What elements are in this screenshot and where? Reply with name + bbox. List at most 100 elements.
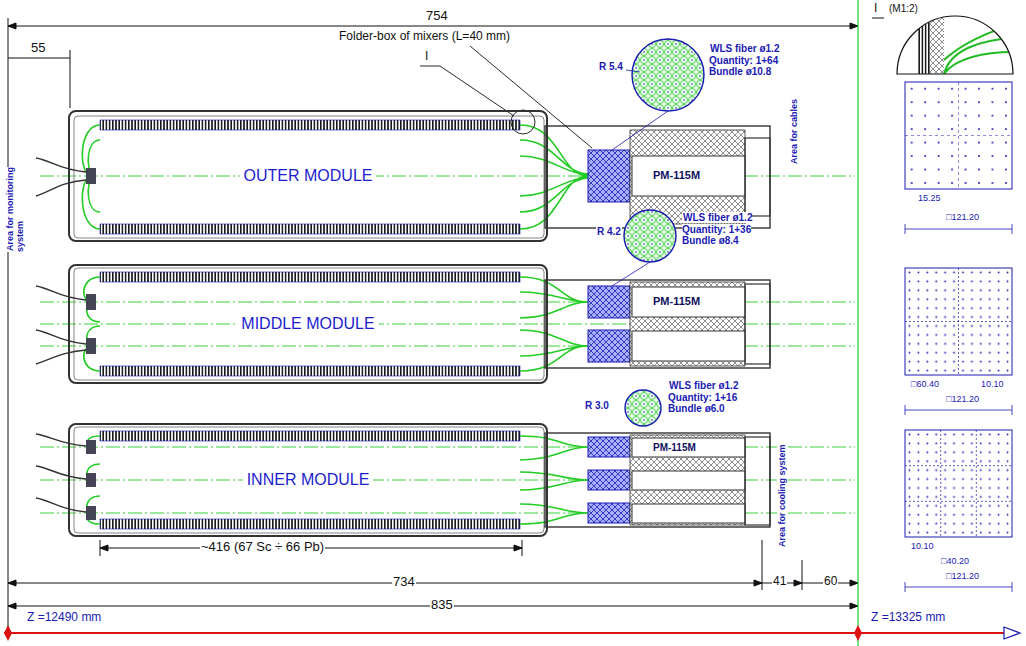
axis-arrow bbox=[1004, 627, 1020, 639]
photomultiplier bbox=[632, 471, 745, 490]
monitor-cable bbox=[36, 434, 86, 512]
module-name: MIDDLE MODULE bbox=[237, 315, 378, 333]
label-text: Z =12490 mm bbox=[26, 610, 102, 624]
drawing-label: □121.20 bbox=[945, 212, 980, 222]
drawing-label: 10.10 bbox=[910, 541, 935, 551]
label-text: WLS fiber ø1.2 Quantity: 1+36 Bundle ø8.… bbox=[682, 212, 752, 246]
dimension-line bbox=[8, 58, 70, 59]
shell-hatch bbox=[930, 18, 944, 76]
end-cap bbox=[745, 138, 770, 216]
mixer bbox=[588, 437, 630, 457]
label-text: 754 bbox=[425, 8, 449, 23]
drawing-label: PM-115M bbox=[652, 442, 697, 454]
drawing-label: □60.40 bbox=[910, 379, 940, 389]
extension-line bbox=[70, 50, 71, 108]
tile-axis bbox=[905, 82, 1012, 189]
photomultiplier bbox=[632, 331, 745, 361]
axis-marker bbox=[4, 625, 862, 641]
label-text: □121.20 bbox=[945, 212, 980, 222]
mixer bbox=[588, 330, 630, 362]
module-name: OUTER MODULE bbox=[240, 167, 377, 185]
sampling-band bbox=[100, 272, 520, 282]
wls-fibers bbox=[82, 125, 588, 229]
leader-line bbox=[612, 262, 650, 286]
area-note: Area for monitoring system bbox=[5, 156, 26, 252]
photomultiplier bbox=[632, 156, 745, 196]
fiber-bundle bbox=[520, 277, 588, 371]
photomultiplier bbox=[632, 438, 745, 457]
drawing-label: □121.20 bbox=[945, 571, 980, 581]
wls-fibers bbox=[87, 436, 588, 524]
fiber-loop bbox=[84, 277, 100, 371]
drawing-label: Z =13325 mm bbox=[870, 611, 946, 625]
label-text: Area for cables bbox=[789, 98, 799, 165]
cell-divider bbox=[905, 268, 1012, 375]
drawing-label: WLS fiber ø1.2 Quantity: 1+16 Bundle ø6.… bbox=[668, 380, 752, 415]
mixer bbox=[588, 150, 630, 202]
label-text: □40.20 bbox=[940, 556, 970, 566]
drawing-label: □40.20 bbox=[940, 556, 970, 566]
drawing-label: 15.25 bbox=[917, 193, 942, 203]
drawing-label: (M1:2) bbox=[888, 3, 919, 15]
extension-line bbox=[802, 560, 803, 590]
fiber-bundle bbox=[520, 436, 588, 524]
fiber-loop bbox=[82, 125, 100, 229]
drawing-label: 10.10 bbox=[980, 379, 1005, 389]
tile-square bbox=[905, 82, 1012, 189]
dimension-line bbox=[8, 583, 858, 584]
drawing-label: Folder-box of mixers (L=40 mm) bbox=[338, 30, 511, 44]
label-text: □60.40 bbox=[910, 379, 940, 389]
fiber-curve bbox=[944, 26, 1013, 74]
bundle-section bbox=[624, 210, 676, 262]
monitor-cable bbox=[36, 158, 86, 196]
module-body: MIDDLE MODULE bbox=[68, 264, 548, 384]
label-text: R 5.4 bbox=[598, 61, 624, 72]
label-text: Folder-box of mixers (L=40 mm) bbox=[338, 29, 511, 43]
module-body: INNER MODULE bbox=[68, 423, 548, 537]
label-text: R 3.0 bbox=[584, 400, 610, 411]
label-text: 10.10 bbox=[980, 379, 1005, 389]
sampling-band bbox=[918, 18, 930, 76]
inner-module-drawing bbox=[36, 390, 770, 533]
photomultiplier bbox=[632, 504, 745, 523]
bundle-section bbox=[625, 390, 661, 426]
led-connector bbox=[86, 338, 96, 354]
drawing-label: R 4.2 bbox=[596, 226, 622, 238]
dimension-line bbox=[8, 26, 858, 27]
drawing-label: I bbox=[873, 2, 878, 16]
sheet-divider bbox=[857, 0, 858, 646]
sampling-band bbox=[100, 431, 520, 441]
detail-view bbox=[897, 18, 1013, 76]
end-cap bbox=[745, 284, 770, 364]
area-note: Area for cables bbox=[789, 85, 799, 165]
area-note: Area for cooling system bbox=[777, 423, 787, 548]
mixer bbox=[588, 286, 630, 318]
label-text: Area for monitoring system bbox=[5, 167, 25, 252]
label-text: WLS fiber ø1.2 Quantity: 1+16 Bundle ø6.… bbox=[668, 380, 738, 414]
detail-circle bbox=[511, 110, 535, 134]
led-connector bbox=[86, 506, 96, 520]
drawing-label: I bbox=[424, 50, 429, 64]
tile-square bbox=[905, 268, 1012, 375]
led-connector bbox=[86, 294, 96, 310]
tile-front-views bbox=[905, 82, 1012, 592]
frame-lines bbox=[8, 18, 858, 633]
pm-shield bbox=[630, 435, 745, 525]
drawing-label: PM-115M bbox=[652, 295, 701, 308]
wls-fibers bbox=[84, 277, 588, 371]
label-text: I bbox=[873, 1, 878, 15]
drawing-label: WLS fiber ø1.2 Quantity: 1+36 Bundle ø8.… bbox=[682, 212, 766, 247]
sampling-band bbox=[100, 224, 520, 234]
drawing-label: WLS fiber ø1.2 Quantity: 1+64 Bundle ø10… bbox=[709, 43, 793, 78]
tile-square bbox=[905, 430, 1012, 537]
middle-module-drawing bbox=[36, 210, 770, 380]
detail-outline bbox=[897, 16, 1013, 74]
label-rule bbox=[872, 18, 884, 19]
pm-housing bbox=[545, 433, 770, 527]
drawing-label: 835 bbox=[430, 598, 454, 613]
photomultiplier bbox=[632, 287, 745, 317]
label-text: Area for cooling system bbox=[777, 443, 787, 548]
inner-wall bbox=[74, 116, 544, 238]
